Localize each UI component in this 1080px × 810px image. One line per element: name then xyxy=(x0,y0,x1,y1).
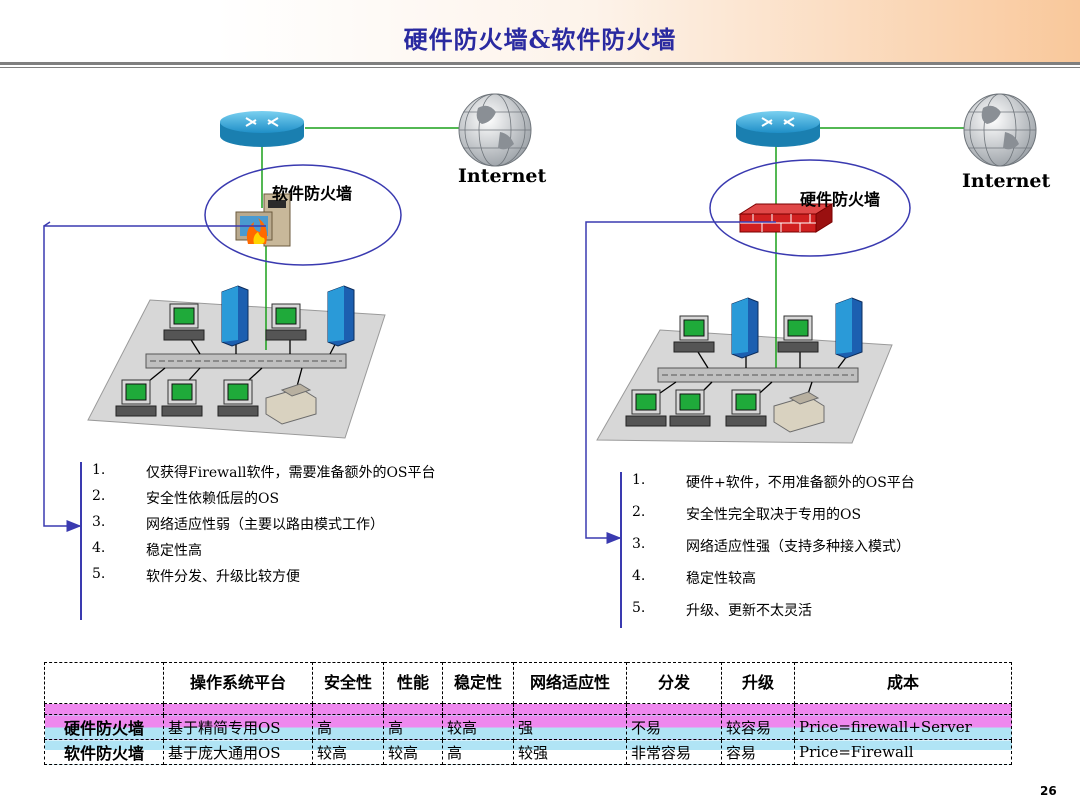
left-internet-label: Internet xyxy=(458,165,547,187)
right-list-bar xyxy=(620,472,622,628)
right-pc-3 xyxy=(625,389,667,427)
table-cell: 容易 xyxy=(721,739,795,765)
right-server-1 xyxy=(731,297,759,359)
left-pc-2 xyxy=(265,303,307,341)
list-item: 3.网络适应性弱（主要以路由模式工作） xyxy=(92,514,384,533)
table-row: 硬件防火墙 基于精简专用OS 高 高 较高 强 不易 较容易 Price=fir… xyxy=(44,714,1012,740)
left-arrow xyxy=(43,225,266,532)
table-cell: 非常容易 xyxy=(626,739,722,765)
table-cell: Price=Firewall xyxy=(794,739,1012,765)
table-cell: 较容易 xyxy=(721,714,795,740)
table-header: 稳定性 xyxy=(442,662,514,704)
right-server-2 xyxy=(835,297,863,359)
right-printer-icon xyxy=(773,391,825,433)
list-item: 4.稳定性较高 xyxy=(632,568,756,587)
left-pc-5 xyxy=(217,379,259,417)
right-pc-2 xyxy=(777,315,819,353)
hardware-firewall-label: 硬件防火墙 xyxy=(800,190,881,209)
table-header: 操作系统平台 xyxy=(163,662,313,704)
left-pc-3 xyxy=(115,379,157,417)
table-header: 网络适应性 xyxy=(513,662,627,704)
title-rule-thin xyxy=(0,67,1080,68)
left-list-bar xyxy=(80,462,82,620)
table-header: 安全性 xyxy=(312,662,384,704)
right-pc-4 xyxy=(669,389,711,427)
table-cell: 高 xyxy=(312,714,384,740)
list-item: 5.软件分发、升级比较方便 xyxy=(92,566,300,585)
left-globe-icon xyxy=(458,93,532,167)
right-switch-icon xyxy=(657,367,859,383)
page-number: 26 xyxy=(1040,784,1057,798)
left-pc-1 xyxy=(163,303,205,341)
table-cell: 软件防火墙 xyxy=(44,739,164,765)
list-item: 5.升级、更新不太灵活 xyxy=(632,600,812,619)
page-title: 硬件防火墙&软件防火墙 xyxy=(403,25,677,54)
list-item: 1.硬件+软件，不用准备额外的OS平台 xyxy=(632,472,915,491)
title-bar xyxy=(0,0,1080,62)
table-row: 软件防火墙 基于庞大通用OS 较高 较高 高 较强 非常容易 容易 Price=… xyxy=(44,739,1012,765)
table-header: 分发 xyxy=(626,662,722,704)
comparison-table: 操作系统平台 安全性 性能 稳定性 网络适应性 分发 升级 成本 硬件防火墙 基… xyxy=(44,662,1012,765)
right-internet-label: Internet xyxy=(962,170,1051,192)
left-printer-icon xyxy=(265,383,317,425)
table-cell: 高 xyxy=(442,739,514,765)
table-cell: 不易 xyxy=(626,714,722,740)
left-firewall-zone xyxy=(204,164,402,266)
table-cell: 基于精简专用OS xyxy=(163,714,313,740)
right-globe-icon xyxy=(963,93,1037,167)
left-switch-icon xyxy=(145,353,347,369)
software-firewall-label: 软件防火墙 xyxy=(272,184,353,203)
table-cell: 较高 xyxy=(383,739,443,765)
list-item: 2.安全性完全取决于专用的OS xyxy=(632,504,862,523)
list-item: 3.网络适应性强（支持多种接入模式） xyxy=(632,536,910,555)
table-cell: 较强 xyxy=(513,739,627,765)
table-spacer-row xyxy=(44,703,1012,715)
left-pc-4 xyxy=(161,379,203,417)
software-firewall-features: 1.仅获得Firewall软件，需要准备额外的OS平台 2.安全性依赖低层的OS… xyxy=(92,462,532,592)
table-cell: 较高 xyxy=(312,739,384,765)
right-network xyxy=(585,93,1037,544)
right-firewall-zone xyxy=(709,159,911,257)
table-cell: 高 xyxy=(383,714,443,740)
table-header: 升级 xyxy=(721,662,795,704)
table-header: 成本 xyxy=(794,662,1012,704)
title-rule xyxy=(0,62,1080,65)
hardware-firewall-features: 1.硬件+软件，不用准备额外的OS平台 2.安全性完全取决于专用的OS 3.网络… xyxy=(632,472,1052,632)
table-cell: 硬件防火墙 xyxy=(44,714,164,740)
left-router-icon xyxy=(220,111,304,147)
left-network xyxy=(43,93,532,532)
table-cell: 较高 xyxy=(442,714,514,740)
table-header-row: 操作系统平台 安全性 性能 稳定性 网络适应性 分发 升级 成本 xyxy=(44,662,1012,704)
table-header xyxy=(44,662,164,704)
right-pc-1 xyxy=(673,315,715,353)
hardware-firewall-icon xyxy=(738,203,834,233)
table-cell: 强 xyxy=(513,714,627,740)
right-arrow xyxy=(585,221,776,544)
table-cell: 基于庞大通用OS xyxy=(163,739,313,765)
right-pc-5 xyxy=(725,389,767,427)
left-server-2 xyxy=(327,285,355,347)
table-header: 性能 xyxy=(383,662,443,704)
left-server-1 xyxy=(221,285,249,347)
right-router-icon xyxy=(736,111,820,147)
list-item: 4.稳定性高 xyxy=(92,540,202,559)
table-cell: Price=firewall+Server xyxy=(794,714,1012,740)
list-item: 1.仅获得Firewall软件，需要准备额外的OS平台 xyxy=(92,462,436,481)
list-item: 2.安全性依赖低层的OS xyxy=(92,488,280,507)
